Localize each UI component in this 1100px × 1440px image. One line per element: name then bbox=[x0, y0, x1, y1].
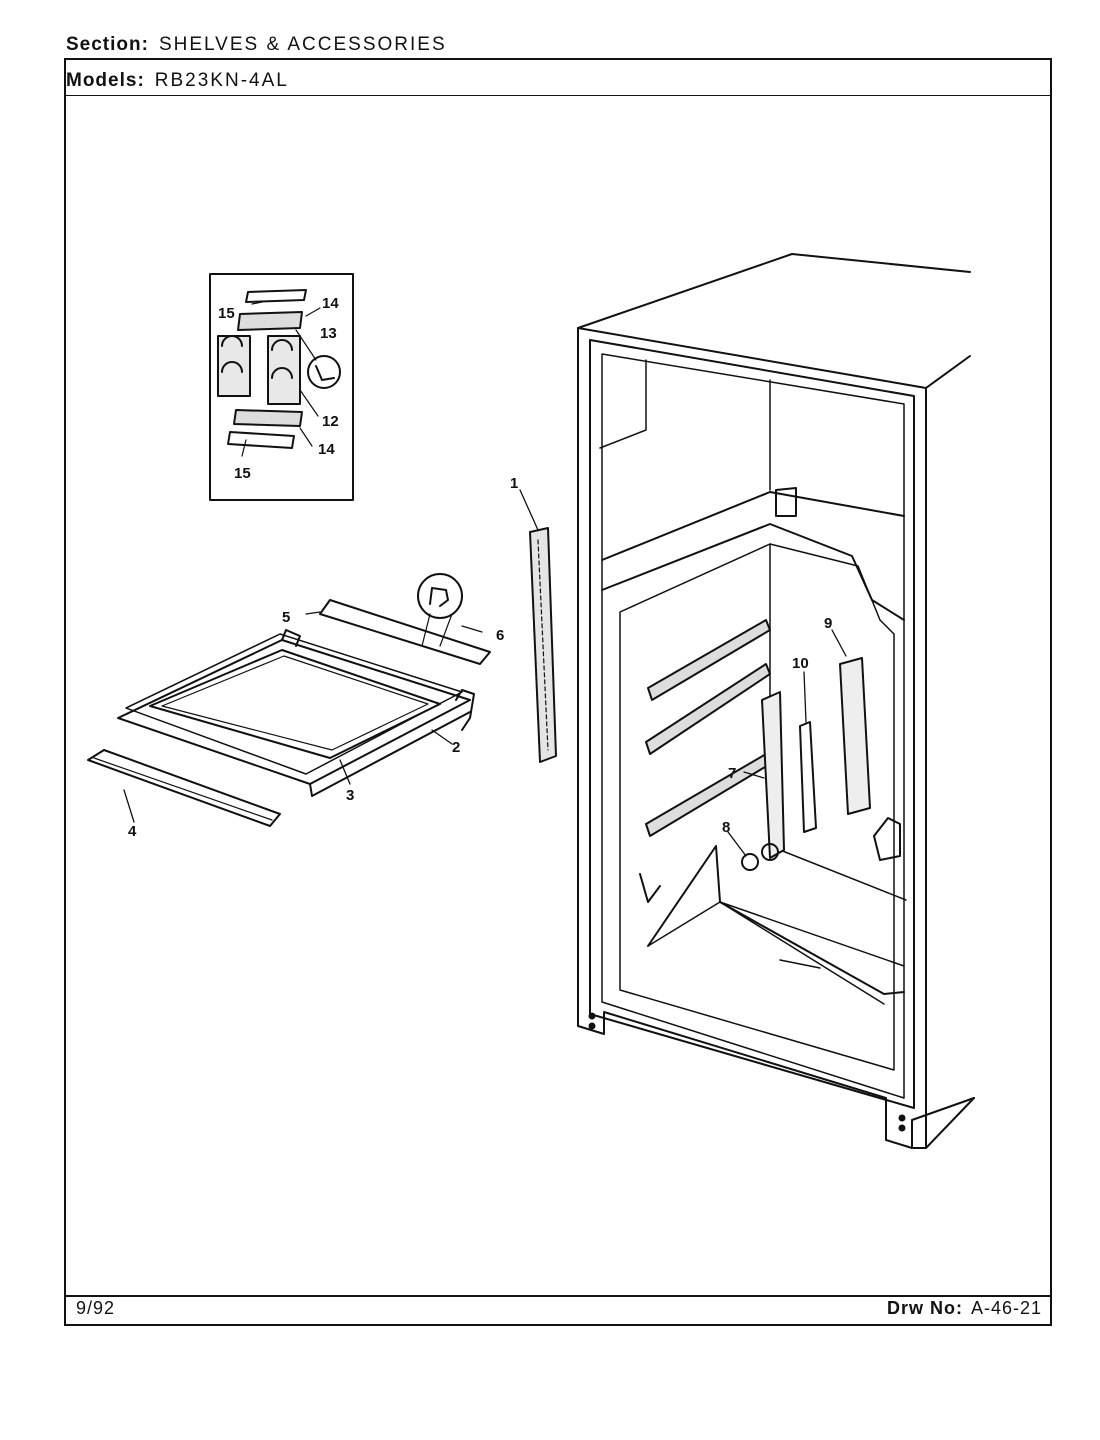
shelf-support-bottom bbox=[645, 753, 771, 837]
callout-2: 2 bbox=[452, 739, 460, 756]
divider-lip bbox=[601, 523, 905, 621]
callout-4: 4 bbox=[128, 823, 137, 840]
shelf-clip-detail bbox=[429, 587, 449, 607]
cabinet-top-front bbox=[577, 327, 971, 389]
footer-divider bbox=[64, 1295, 1052, 1297]
section-heading: Section: SHELVES & ACCESSORIES bbox=[66, 34, 447, 56]
drawing-label: Drw No: bbox=[886, 1298, 963, 1318]
shelf-support-top bbox=[647, 619, 771, 701]
crisper-latch bbox=[873, 817, 901, 861]
clip-detail-circle-shelf bbox=[417, 573, 463, 619]
rack-end-top bbox=[237, 311, 303, 331]
rack-hook-left bbox=[221, 335, 243, 373]
roller-right bbox=[761, 843, 779, 861]
rack-side-right bbox=[267, 335, 301, 405]
models-label: Models: bbox=[66, 70, 145, 91]
clip-detail-circle bbox=[307, 355, 341, 389]
rack-trim-bottom bbox=[227, 431, 295, 449]
roller-left bbox=[741, 853, 759, 871]
crisper-support bbox=[761, 691, 785, 859]
cabinet-top-edge bbox=[577, 253, 971, 329]
callout-7: 7 bbox=[728, 765, 736, 782]
shelf-hook-left bbox=[281, 629, 301, 647]
callout-3: 3 bbox=[346, 787, 354, 804]
shelf-support-middle bbox=[645, 663, 771, 755]
rack-end-bottom bbox=[233, 409, 303, 427]
shelf-frame bbox=[117, 639, 471, 785]
refrigerator-cabinet bbox=[577, 253, 975, 1149]
callout-9: 9 bbox=[824, 615, 832, 632]
cabinet-outline bbox=[577, 327, 975, 1149]
fresh-food-liner bbox=[619, 543, 895, 1071]
models-divider bbox=[64, 95, 1052, 96]
rack-trim-top bbox=[245, 289, 307, 303]
section-label: Section: bbox=[66, 34, 149, 55]
callout-1: 1 bbox=[510, 475, 518, 492]
inset-rack-detail bbox=[209, 273, 354, 501]
callout-15-bottom: 15 bbox=[234, 465, 251, 482]
crisper-pan-edge bbox=[647, 845, 905, 995]
callout-8: 8 bbox=[722, 819, 730, 836]
callouts: 1 2 3 4 5 6 7 8 9 10 12 13 14 14 15 15 bbox=[128, 295, 832, 840]
clip-detail bbox=[315, 365, 335, 381]
callout-15-top: 15 bbox=[218, 305, 235, 322]
callout-14-bottom: 14 bbox=[318, 441, 335, 458]
freezer-control bbox=[775, 487, 797, 517]
callout-14-top: 14 bbox=[322, 295, 339, 312]
drawing-number: Drw No: A-46-21 bbox=[887, 1298, 1042, 1319]
shelf-front-trim bbox=[87, 749, 281, 827]
callout-13: 13 bbox=[320, 325, 337, 342]
shelf-rear-trim bbox=[319, 599, 491, 665]
models-heading: Models: RB23KN-4AL bbox=[66, 70, 289, 92]
rack-hook-right bbox=[271, 339, 293, 379]
leader-lines bbox=[123, 489, 847, 857]
rack-side-left bbox=[217, 335, 251, 397]
freezer-floor bbox=[601, 491, 905, 561]
light-channel bbox=[839, 657, 871, 815]
shelf-assembly bbox=[87, 573, 491, 827]
section-value: SHELVES & ACCESSORIES bbox=[158, 34, 447, 55]
drawing-frame bbox=[64, 58, 1052, 1326]
drain-clip bbox=[639, 873, 661, 903]
rail bbox=[799, 721, 817, 833]
shelf-front-edge bbox=[309, 711, 471, 797]
callout-12: 12 bbox=[322, 413, 339, 430]
cabinet-base bbox=[911, 1097, 975, 1149]
footer-date: 9/92 bbox=[76, 1298, 116, 1318]
liner-front bbox=[601, 353, 905, 1099]
glass-shelf bbox=[149, 649, 441, 759]
door-opening bbox=[589, 339, 915, 1109]
callout-10: 10 bbox=[792, 655, 809, 672]
callout-6: 6 bbox=[496, 627, 504, 644]
divider-strip bbox=[529, 527, 557, 763]
shelf-hook-right bbox=[455, 689, 475, 731]
callout-5: 5 bbox=[282, 609, 290, 626]
drawing-number-value: A-46-21 bbox=[970, 1298, 1042, 1318]
models-value: RB23KN-4AL bbox=[154, 70, 289, 91]
